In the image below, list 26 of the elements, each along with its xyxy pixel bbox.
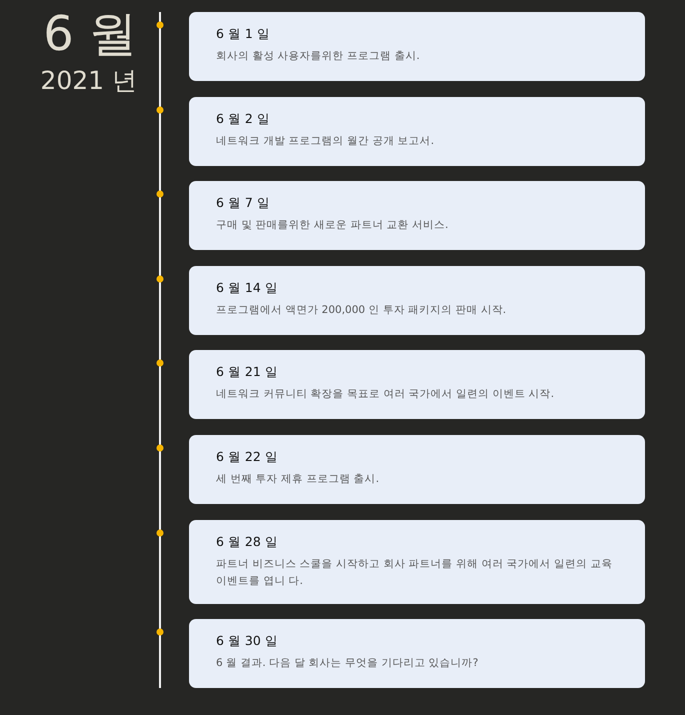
title: 6 월 xyxy=(43,5,137,64)
event-description: 세 번째 투자 제휴 프로그램 출시. xyxy=(216,472,380,487)
event-date: 6 월 2 일 xyxy=(216,111,271,128)
event-date: 6 월 14 일 xyxy=(216,280,279,297)
event-description: 6 월 결과. 다음 달 회사는 무엇을 기다리고 있습니까? xyxy=(216,656,480,671)
event-card xyxy=(189,12,645,81)
event-date: 6 월 28 일 xyxy=(216,534,279,551)
event-card xyxy=(189,619,645,688)
event-date: 6 월 22 일 xyxy=(216,449,279,466)
event-card xyxy=(189,181,645,250)
event-date: 6 월 1 일 xyxy=(216,26,271,43)
event-description: 파트너 비즈니스 스쿨을 시작하고 회사 파트너를 위해 여러 국가에서 일련의 교육 이벤트를 엽니 다. xyxy=(216,557,614,589)
event-card xyxy=(189,520,645,604)
event-description: 프로그램에서 액면가 200,000 인 투자 패키지의 판매 시작. xyxy=(216,303,508,318)
event-card xyxy=(189,350,645,419)
event-card xyxy=(189,435,645,504)
event-description: 네트워크 커뮤니티 확장을 목표로 여러 국가에서 일련의 이벤트 시작. xyxy=(216,387,556,402)
event-date: 6 월 21 일 xyxy=(216,364,279,381)
event-description: 회사의 활성 사용자를위한 프로그램 출시. xyxy=(216,49,421,64)
event-description: 네트워크 개발 프로그램의 월간 공개 보고서. xyxy=(216,134,436,149)
year-label: 2021 년 xyxy=(40,65,137,97)
event-card xyxy=(189,97,645,166)
event-date: 6 월 30 일 xyxy=(216,633,279,650)
event-date: 6 월 7 일 xyxy=(216,195,271,212)
event-card xyxy=(189,266,645,335)
event-description: 구매 및 판매를위한 새로운 파트너 교환 서비스. xyxy=(216,218,450,233)
